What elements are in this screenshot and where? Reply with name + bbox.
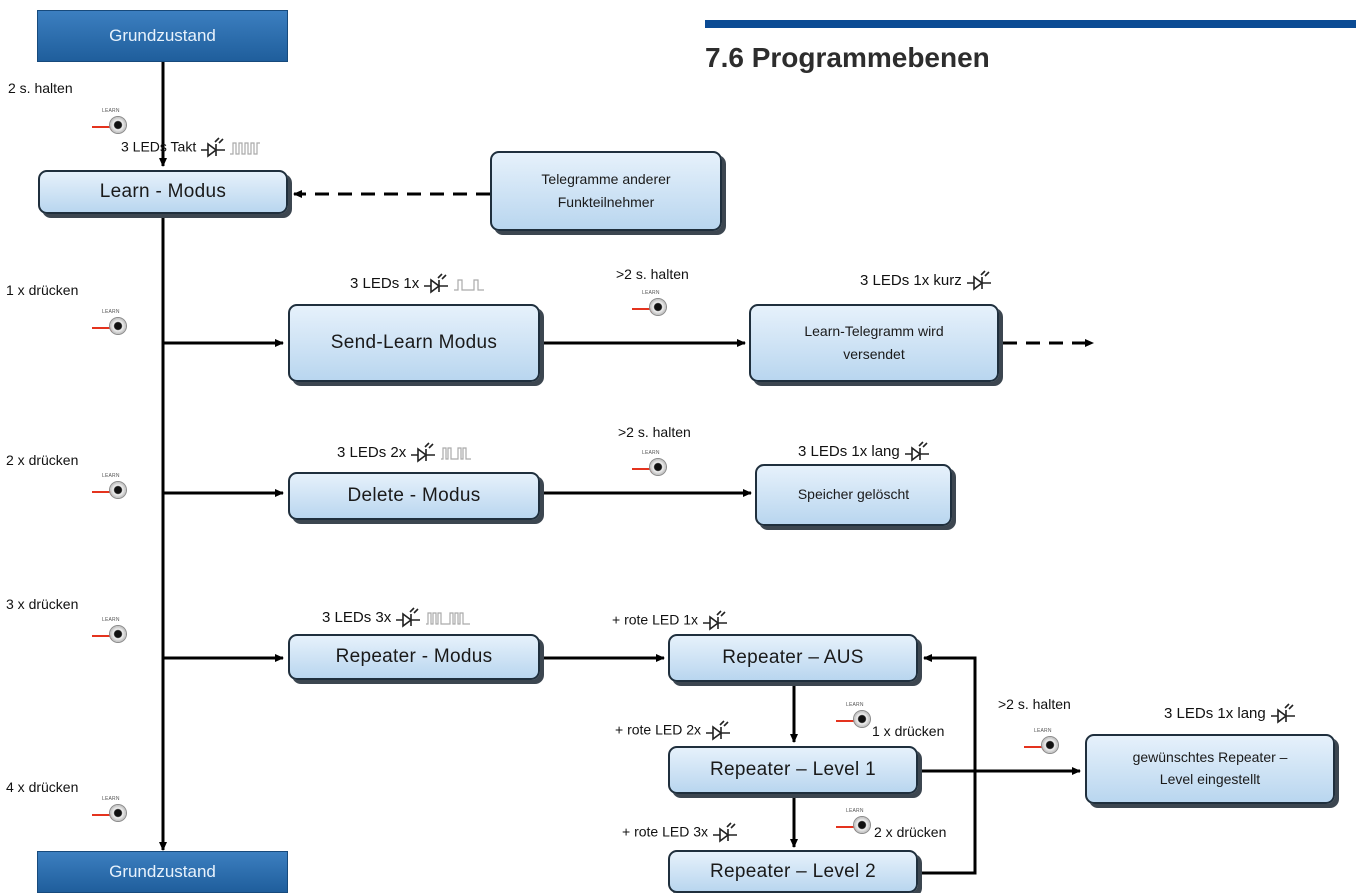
learn-mode-box: Learn - Modus (38, 170, 288, 214)
grundzustand-bottom: Grundzustand (37, 851, 288, 893)
repeater-aus-box: Repeater – AUS (668, 634, 918, 682)
pulse-icon (230, 142, 261, 155)
telegramme-box: Telegramme anderer Funkteilnehmer (490, 151, 722, 231)
learn-button-icon: LEARN (632, 290, 666, 322)
rote-led-3x-text: + rote LED 3x (622, 823, 708, 840)
learn-caption: LEARN (846, 702, 864, 708)
grundzustand-top: Grundzustand (37, 10, 288, 62)
learn-button-icon: LEARN (92, 617, 126, 649)
leds-1x-kurz-label: 3 LEDs 1x kurz (860, 270, 992, 292)
leds-1x-lang-b-label: 3 LEDs 1x lang (1164, 703, 1296, 725)
leds-1x-kurz-text: 3 LEDs 1x kurz (860, 271, 962, 289)
label-press-2x: 2 x drücken (6, 452, 79, 468)
label-press-3x: 3 x drücken (6, 596, 79, 612)
learn-button-icon: LEARN (836, 702, 870, 734)
pulse-icon (425, 612, 470, 625)
learn-caption: LEARN (102, 796, 120, 802)
leds-1x-lang-a-label: 3 LEDs 1x lang (798, 441, 930, 463)
page-title: 7.6 Programmebenen (705, 42, 990, 73)
learn-button-icon: LEARN (92, 473, 126, 505)
learn-button-icon: LEARN (1024, 728, 1058, 760)
learn-caption: LEARN (102, 473, 120, 479)
label-hold-gt2s-c: >2 s. halten (998, 696, 1071, 712)
learn-caption: LEARN (642, 450, 660, 456)
led-icon (396, 607, 421, 628)
led-icon (702, 610, 727, 631)
telegramme-line2: Funkteilnehmer (557, 194, 655, 210)
repeater-mode-box: Repeater - Modus (288, 634, 540, 680)
learn-caption: LEARN (846, 808, 864, 814)
leds-1x-lang-b-text: 3 LEDs 1x lang (1164, 704, 1266, 722)
learn-button-icon: LEARN (92, 796, 126, 828)
learn-caption: LEARN (102, 309, 120, 315)
label-press-1x: 1 x drücken (6, 282, 79, 298)
label-hold-gt2s-b: >2 s. halten (618, 424, 691, 440)
led-icon (201, 137, 226, 158)
pulse-icon (453, 279, 484, 291)
leds-2x-text: 3 LEDs 2x (337, 443, 407, 461)
leds-takt-label: 3 LEDs Takt (121, 137, 261, 159)
learn-button-icon: LEARN (92, 108, 126, 140)
leds-3x-label: 3 LEDs 3x (322, 607, 470, 629)
telegramme-line1: Telegramme anderer (541, 170, 671, 187)
gewuenscht-box: gewünschtes Repeater – Level eingestellt (1085, 734, 1335, 804)
label-rep-press-1x: 1 x drücken (872, 723, 945, 739)
delete-box: Delete - Modus (288, 472, 540, 520)
learn-telegram-line1: Learn-Telegramm wird (804, 322, 944, 339)
learn-caption: LEARN (102, 617, 120, 623)
gewuenscht-line2: Level eingestellt (1159, 771, 1261, 787)
repeater-level1-box: Repeater – Level 1 (668, 746, 918, 794)
pulse-icon (440, 447, 471, 460)
label-hold-2s: 2 s. halten (8, 80, 73, 96)
led-icon (904, 441, 929, 462)
send-learn-box: Send-Learn Modus (288, 304, 540, 382)
rote-led-2x-text: + rote LED 2x (615, 721, 701, 738)
speicher-box: Speicher gelöscht (755, 464, 952, 526)
led-icon (411, 442, 436, 463)
led-icon (1270, 703, 1295, 724)
learn-button-icon: LEARN (836, 808, 870, 840)
led-icon (424, 273, 449, 294)
leds-3x-text: 3 LEDs 3x (322, 608, 392, 626)
leds-1x-lang-a-text: 3 LEDs 1x lang (798, 442, 900, 460)
rote-led-2x-label: + rote LED 2x (615, 720, 731, 742)
repeater-level2-box: Repeater – Level 2 (668, 850, 918, 893)
leds-1x-text: 3 LEDs 1x (350, 274, 420, 292)
leds-takt-text: 3 LEDs Takt (121, 138, 197, 155)
learn-caption: LEARN (102, 108, 120, 114)
learn-telegram-line2: versendet (843, 346, 905, 362)
label-rep-press-2x: 2 x drücken (874, 824, 947, 840)
led-icon (712, 822, 737, 843)
gewuenscht-line1: gewünschtes Repeater – (1132, 749, 1288, 766)
label-hold-gt2s-a: >2 s. halten (616, 266, 689, 282)
label-press-4x: 4 x drücken (6, 779, 79, 795)
title-bar (705, 20, 1356, 28)
rote-led-1x-label: + rote LED 1x (612, 610, 728, 632)
rote-led-1x-text: + rote LED 1x (612, 611, 698, 628)
learn-button-icon: LEARN (92, 309, 126, 341)
leds-1x-label: 3 LEDs 1x (350, 273, 484, 295)
learn-caption: LEARN (1034, 728, 1052, 734)
led-icon (705, 720, 730, 741)
learn-telegram-box: Learn-Telegramm wird versendet (749, 304, 999, 382)
learn-button-icon: LEARN (632, 450, 666, 482)
rote-led-3x-label: + rote LED 3x (622, 822, 738, 844)
learn-caption: LEARN (642, 290, 660, 296)
led-icon (966, 270, 991, 291)
leds-2x-label: 3 LEDs 2x (337, 442, 471, 464)
